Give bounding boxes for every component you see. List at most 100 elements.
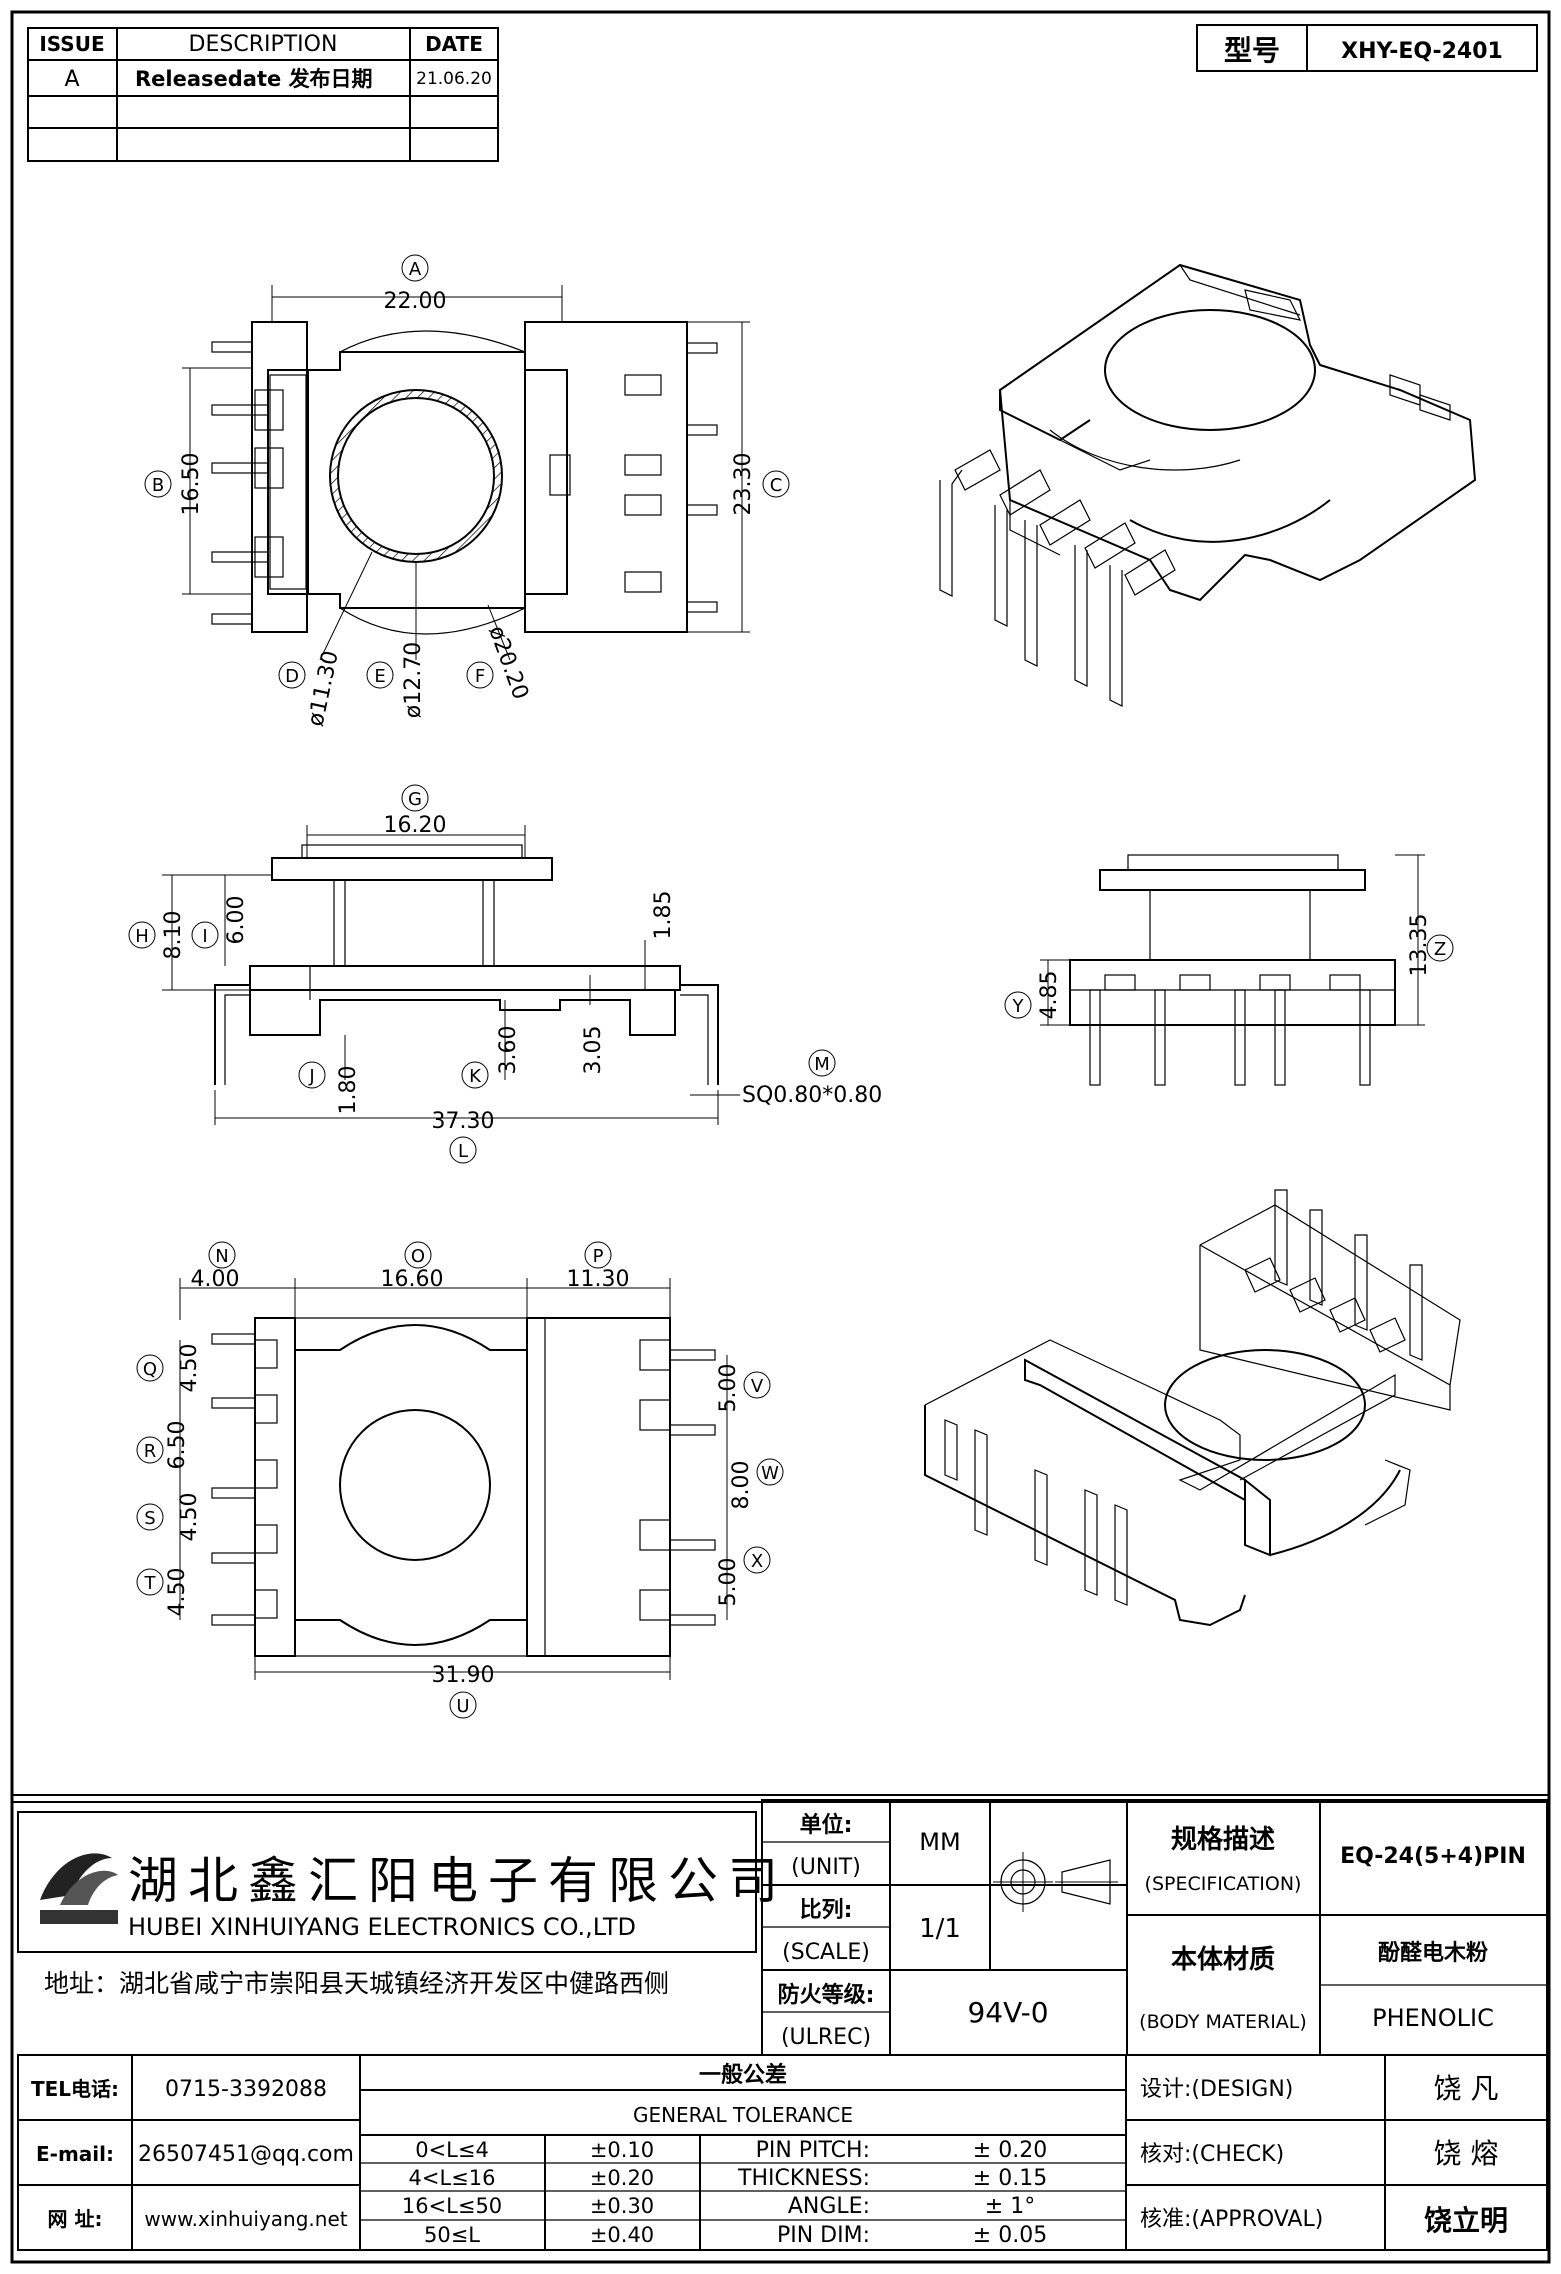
dim-value-p: 11.30 — [567, 1267, 630, 1292]
end-view-pins — [1089, 974, 1371, 1086]
dim-value-n: 4.00 — [191, 1267, 240, 1292]
spec-label-cn: 规格描述 — [1171, 1824, 1275, 1855]
material-label-en: (BODY MATERIAL) — [1139, 2011, 1307, 2033]
dim-value-d: ø11.30 — [303, 649, 343, 729]
tolerance-param: PIN DIM: — [777, 2223, 870, 2248]
unit-label-en: (UNIT) — [791, 1855, 861, 1880]
web-value: www.xinhuiyang.net — [144, 2207, 347, 2231]
top-right-pins — [549, 342, 718, 613]
company-address: 地址：湖北省咸宁市崇阳县天城镇经济开发区中健路西侧 — [44, 1969, 669, 1998]
bottom-left-pins — [211, 1333, 278, 1626]
email-label: E-mail: — [36, 2142, 114, 2166]
design-label: 设计:(DESIGN) — [1140, 2077, 1293, 2102]
check-name: 饶 熔 — [1434, 2137, 1499, 2170]
web-label: 网 址: — [48, 2207, 103, 2231]
description-header: DESCRIPTION — [189, 32, 338, 57]
revision-description: Releasedate 发布日期 — [135, 67, 373, 91]
dim-label-r: R — [144, 1441, 157, 1462]
unit-value: MM — [919, 1828, 960, 1856]
dim-label-e: E — [374, 666, 385, 687]
dim-value-h: 8.10 — [161, 911, 186, 960]
dim-label-m: M — [814, 1054, 830, 1075]
end-view: Y 4.85 Z 13.35 — [1004, 854, 1454, 1086]
tolerance-range-value: ±0.20 — [590, 2166, 654, 2190]
dim-value-1-85: 1.85 — [651, 891, 676, 940]
dim-value-l: 37.30 — [432, 1109, 495, 1134]
tolerance-range: 50≤L — [424, 2223, 480, 2247]
dim-value-q: 4.50 — [177, 1344, 202, 1393]
tolerance-param: PIN PITCH: — [756, 2138, 870, 2163]
dim-label-z: Z — [1434, 939, 1446, 960]
dim-value-x: 5.00 — [716, 1558, 741, 1607]
company-name-cn: 湖北鑫汇阳电子有限公司 — [128, 1852, 788, 1910]
side-view: G 16.20 H I 8.10 6.00 1.85 J K 1.80 3.60… — [128, 784, 882, 1164]
dim-value-v: 5.00 — [716, 1364, 741, 1413]
dim-value-w: 8.00 — [729, 1461, 754, 1510]
dim-label-j: J — [308, 1066, 314, 1087]
projection-symbol-icon — [993, 1852, 1118, 1912]
tolerance-range: 0<L≤4 — [415, 2138, 489, 2162]
dim-value-o: 16.60 — [381, 1267, 444, 1292]
dim-label-k: K — [469, 1066, 482, 1087]
dim-value-a: 22.00 — [384, 289, 447, 314]
dim-value-j: 1.80 — [336, 1066, 361, 1115]
tolerance-title-en: GENERAL TOLERANCE — [633, 2103, 853, 2127]
dim-value-m: SQ0.80*0.80 — [742, 1083, 882, 1108]
issue-header: ISSUE — [39, 32, 104, 56]
tolerance-params: PIN PITCH: ± 0.20 THICKNESS: ± 0.15 ANGL… — [737, 2138, 1047, 2248]
dim-label-s: S — [144, 1508, 155, 1529]
tolerance-title-cn: 一般公差 — [699, 2062, 787, 2088]
ul-label-en: (ULREC) — [781, 2025, 871, 2050]
approval-name: 饶立明 — [1424, 2204, 1508, 2237]
approval-label: 核准:(APPROVAL) — [1140, 2207, 1323, 2232]
tolerance-param-value: ± 0.05 — [973, 2223, 1047, 2248]
dim-value-k: 3.60 — [496, 1026, 521, 1075]
material-value-en: PHENOLIC — [1372, 2004, 1494, 2032]
tolerance-range: 16<L≤50 — [402, 2194, 502, 2218]
date-header: DATE — [425, 32, 483, 56]
dim-value-e: ø12.70 — [401, 642, 426, 718]
scale-label-en: (SCALE) — [782, 1940, 870, 1965]
tolerance-param: ANGLE: — [788, 2194, 870, 2219]
dim-label-u: U — [456, 1696, 469, 1717]
iso2-pins — [944, 1189, 1423, 1606]
model-value: XHY-EQ-2401 — [1341, 39, 1503, 64]
bottom-right-pins — [639, 1339, 716, 1626]
dim-label-h: H — [135, 926, 149, 947]
tel-value: 0715-3392088 — [165, 2077, 327, 2102]
title-block: 湖北鑫汇阳电子有限公司 HUBEI XINHUIYANG ELECTRONICS… — [12, 1794, 1549, 2251]
top-left-pins — [211, 341, 284, 625]
dim-label-p: P — [593, 1246, 604, 1267]
tolerance-ranges: 0<L≤4 ±0.10 4<L≤16 ±0.20 16<L≤50 ±0.30 5… — [402, 2138, 654, 2247]
revision-issue: A — [64, 67, 79, 92]
spec-label-en: (SPECIFICATION) — [1145, 1873, 1302, 1895]
dim-value-y: 4.85 — [1037, 971, 1062, 1020]
dim-label-y: Y — [1012, 996, 1025, 1017]
dim-label-i: I — [202, 926, 207, 947]
dim-value-b: 16.50 — [179, 453, 204, 516]
dim-label-g: G — [408, 789, 422, 810]
dim-value-t: 4.50 — [165, 1568, 190, 1617]
dim-value-3-05: 3.05 — [581, 1026, 606, 1075]
dim-value-z: 13.35 — [1407, 914, 1432, 977]
dim-value-f: ø20.20 — [483, 623, 533, 703]
isometric-view-bottom — [924, 1189, 1461, 1627]
dim-label-c: C — [770, 475, 783, 496]
top-view: A 22.00 B 16.50 C 23.30 D E F ø11.30 ø12… — [144, 254, 790, 729]
model-label: 型号 — [1224, 34, 1280, 67]
isometric-view-top — [939, 263, 1477, 707]
spec-value: EQ-24(5+4)PIN — [1340, 1844, 1526, 1869]
dim-label-o: O — [411, 1246, 425, 1267]
dim-label-v: V — [751, 1376, 764, 1397]
tolerance-range-value: ±0.30 — [590, 2194, 654, 2218]
dim-value-s: 4.50 — [177, 1493, 202, 1542]
tolerance-range-value: ±0.10 — [590, 2138, 654, 2162]
tolerance-range: 4<L≤16 — [409, 2166, 496, 2190]
dim-label-w: W — [761, 1463, 779, 1484]
dim-value-i: 6.00 — [224, 896, 249, 945]
material-value-cn: 酚醛电木粉 — [1378, 1941, 1488, 1966]
dim-label-a: A — [409, 259, 422, 280]
company-logo — [40, 1853, 118, 1924]
tolerance-param: THICKNESS: — [737, 2166, 870, 2191]
bottom-view: N O P 4.00 16.60 11.30 Q R S T 4.50 6.50… — [136, 1241, 784, 1719]
